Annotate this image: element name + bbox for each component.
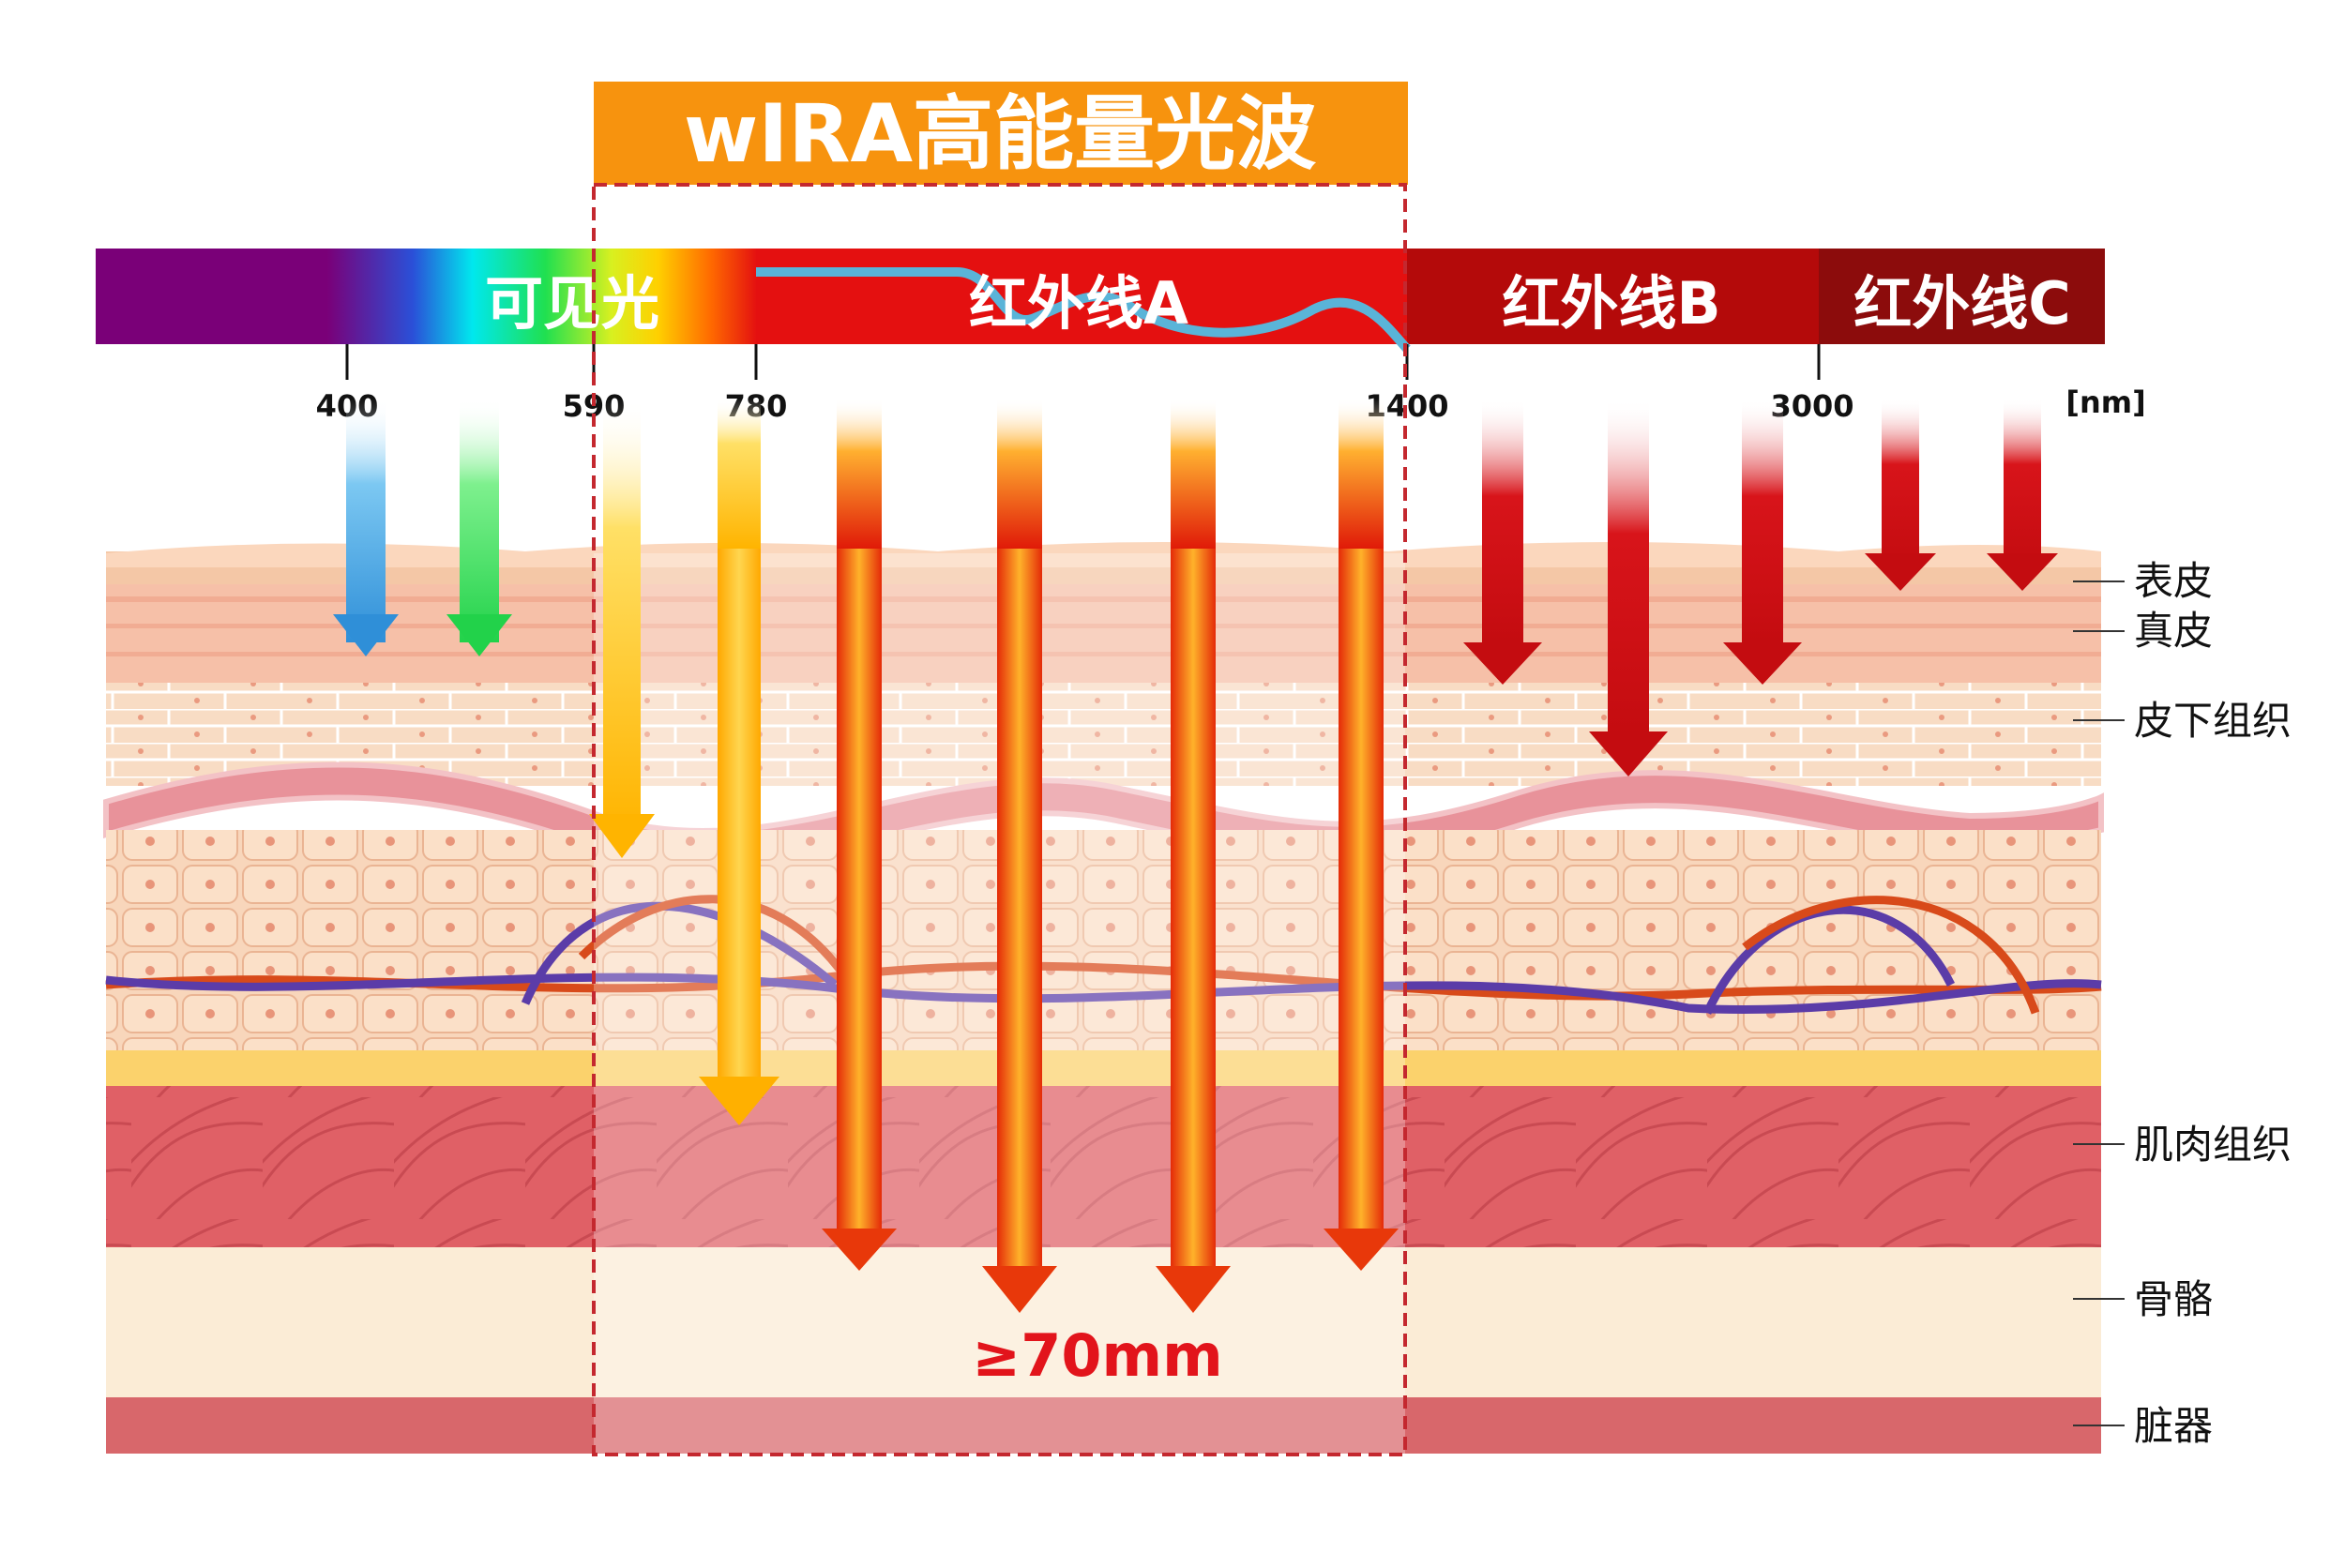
spectrum-label-visible: 可见光 [485,269,659,338]
tissue-layers [106,542,2101,1454]
spectrum-label-ir-a: 红外线A [969,269,1188,338]
red-arrow-c2 [1987,399,2058,591]
banner-title: wIRA高能量光波 [684,87,1316,181]
blue-arrow [333,399,399,656]
label-muscle: 肌肉组织 [2134,1122,2292,1168]
spectrum-label-ir-c: 红外线C [1853,269,2071,338]
green-arrow [446,399,512,656]
unit-label: [nm] [2065,384,2145,420]
label-epidermis: 表皮 [2134,558,2213,604]
label-dermis: 真皮 [2134,608,2213,654]
label-organ: 脏器 [2134,1403,2213,1449]
label-subcutaneous: 皮下组织 [2134,698,2292,744]
depth-label: ≥70mm [972,1321,1222,1390]
label-bone: 骨骼 [2134,1276,2213,1322]
red-arrow-c1 [1865,399,1936,591]
wavelength-tick-labels: 400 590 780 1400 3000 [nm] [316,384,2146,424]
wavelength-ticks [347,344,1819,380]
spectrum-bar: 可见光 红外线A 红外线B 红外线C [96,249,2105,349]
spectrum-label-ir-b: 红外线B [1502,269,1720,338]
